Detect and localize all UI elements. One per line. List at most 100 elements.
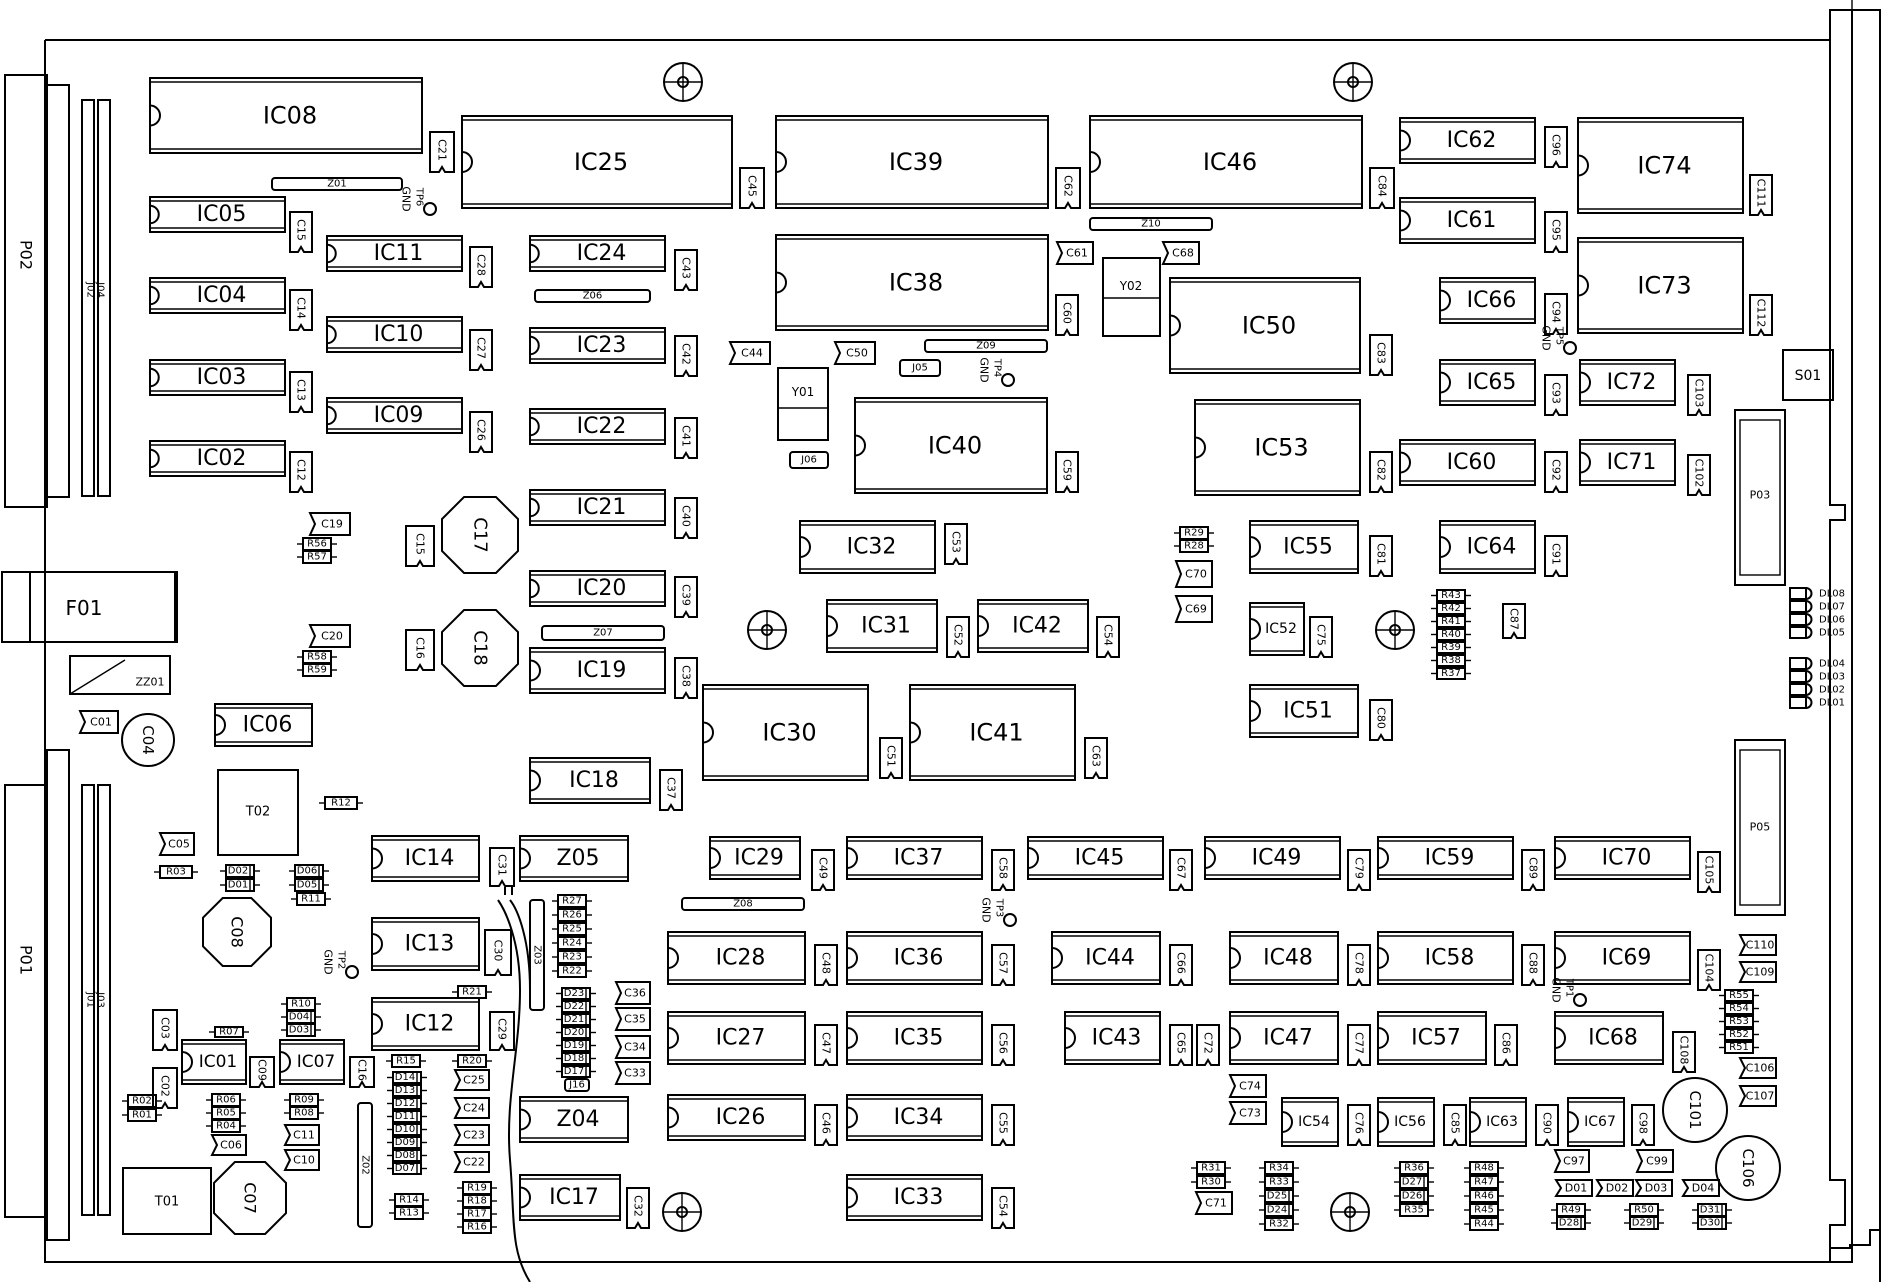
cap-c52: C52 — [946, 616, 970, 658]
ic-label: IC04 — [197, 283, 247, 308]
board-right-rail — [1829, 9, 1853, 1263]
cap-c57: C57 — [991, 944, 1015, 986]
diode-d11: D11 — [387, 1110, 427, 1123]
res-r59: R59 — [297, 663, 337, 677]
z-label: Z06 — [583, 291, 603, 302]
cap-c07: C07 — [213, 1161, 287, 1235]
ic-label: IC01 — [199, 1052, 238, 1072]
ic-ic53: IC53 — [1194, 399, 1361, 496]
res-label: R47 — [1474, 1177, 1494, 1188]
cap-label: C25 — [463, 1074, 485, 1087]
diode-label: D21 — [564, 1014, 584, 1025]
cap-d01: D01 — [1554, 1179, 1593, 1197]
ic-ic08: IC08 — [149, 77, 423, 154]
cap-c22: C22 — [453, 1151, 490, 1173]
ic-label: IC25 — [574, 148, 628, 176]
cap-label: C92 — [1550, 459, 1563, 481]
jumper-wire — [497, 899, 531, 1282]
cap-label: C45 — [746, 175, 759, 197]
cap-label: C13 — [295, 379, 308, 401]
diode-label: D05 — [297, 880, 317, 891]
cap-c95: C95 — [1544, 211, 1568, 253]
res-r52: R52 — [1719, 1028, 1759, 1041]
z-label: Z07 — [593, 628, 613, 639]
cap-label: C57 — [997, 952, 1010, 974]
cap-c68: C68 — [1161, 241, 1200, 265]
cap-label: C55 — [997, 1112, 1010, 1134]
cap-label: C07 — [241, 1182, 260, 1214]
connector-label: P03 — [1750, 489, 1771, 502]
ic-label: IC71 — [1607, 450, 1657, 475]
z-label: Z01 — [327, 179, 347, 190]
diode-d25: D25 — [1259, 1189, 1299, 1203]
diode-d14: D14 — [387, 1071, 427, 1084]
diode-d21: D21 — [556, 1013, 596, 1026]
ic-label: IC74 — [1637, 152, 1691, 180]
tp-label: TP4 — [992, 358, 1003, 378]
led-dl06 — [1789, 613, 1807, 626]
cap-c28: C28 — [469, 246, 493, 288]
cap-c43: C43 — [674, 249, 698, 291]
fuse-label: F01 — [66, 596, 103, 620]
res-r17: R17 — [457, 1207, 497, 1221]
z-z06: Z06 — [534, 289, 651, 303]
cap-c33: C33 — [614, 1061, 651, 1085]
cap-label: C20 — [321, 630, 343, 643]
diode-d08: D08 — [387, 1149, 427, 1162]
cap-c10: C10 — [283, 1149, 320, 1171]
diode-d28: D28 — [1551, 1216, 1591, 1230]
cap-label: C86 — [1500, 1032, 1513, 1054]
connector-inner-label: J04 — [95, 281, 106, 298]
z-j05: J05 — [899, 359, 941, 377]
gnd-label: GND — [400, 186, 413, 211]
res-label: R23 — [562, 952, 582, 963]
res-label: R21 — [462, 987, 482, 998]
ic-label: IC60 — [1447, 450, 1497, 475]
ic-label: IC23 — [577, 333, 627, 358]
res-label: R38 — [1441, 655, 1461, 666]
ic-label: IC51 — [1283, 699, 1333, 724]
diode-label: D23 — [564, 988, 584, 999]
cap-c31: C31 — [489, 847, 515, 887]
cap-d03: D03 — [1634, 1179, 1673, 1197]
ic-ic34: IC34 — [846, 1094, 983, 1141]
cap-c106: C106 — [1738, 1057, 1777, 1079]
ic-ic09: IC09 — [326, 397, 463, 434]
ic-label: IC66 — [1467, 288, 1517, 313]
cap-label: C08 — [228, 916, 247, 948]
cap-label: C66 — [1175, 952, 1188, 974]
cap-label: C27 — [475, 337, 488, 359]
mounting-hole — [1330, 1192, 1370, 1232]
cap-label: C58 — [997, 857, 1010, 879]
cap-c34: C34 — [614, 1035, 651, 1059]
res-r43: R43 — [1431, 589, 1471, 602]
cap-label: C83 — [1375, 342, 1388, 364]
cap-label: C10 — [293, 1154, 315, 1167]
res-r11: R11 — [291, 892, 331, 906]
diode-d12: D12 — [387, 1097, 427, 1110]
cap-c58: C58 — [991, 849, 1015, 891]
ic-ic42: IC42 — [977, 599, 1089, 653]
res-r48: R48 — [1464, 1161, 1504, 1175]
tp-label: TP2 — [336, 950, 347, 970]
ic-ic55: IC55 — [1249, 520, 1359, 574]
ic-label: IC34 — [894, 1105, 944, 1130]
led-dl03 — [1789, 670, 1807, 683]
cap-c15: C15 — [405, 525, 435, 567]
diode-label: D13 — [395, 1085, 415, 1096]
ic-label: IC44 — [1085, 946, 1135, 971]
cap-c99: C99 — [1635, 1149, 1674, 1173]
res-r32: R32 — [1259, 1217, 1299, 1231]
ic-label: IC19 — [577, 658, 627, 683]
ic-ic12: IC12 — [371, 997, 480, 1051]
res-r44: R44 — [1464, 1217, 1504, 1231]
ic-label: IC70 — [1602, 846, 1652, 871]
res-label: R53 — [1729, 1016, 1749, 1027]
diode-d18: D18 — [556, 1052, 596, 1065]
ic-ic63: IC63 — [1469, 1097, 1527, 1147]
res-label: R04 — [216, 1121, 236, 1132]
diode-label: D03 — [289, 1025, 309, 1036]
z-z09: Z09 — [924, 339, 1048, 353]
led-dl07 — [1789, 600, 1807, 613]
